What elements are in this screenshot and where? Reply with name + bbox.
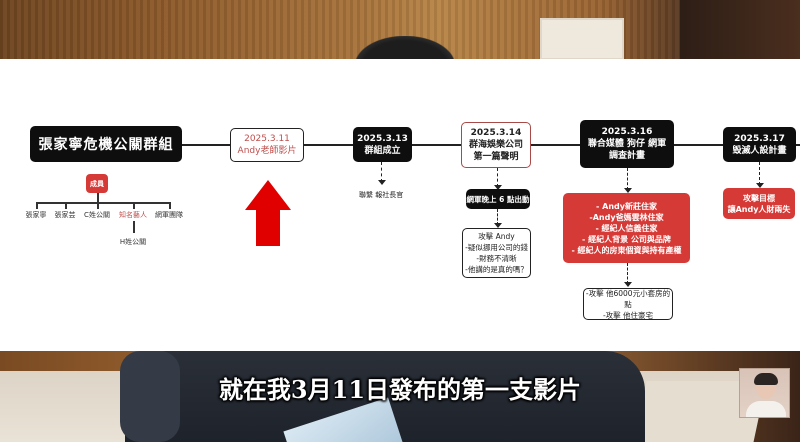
video-background-top	[0, 0, 800, 66]
timeline-node-0314: 2025.3.14 群海娛樂公司 第一篇聲明	[461, 122, 531, 168]
node-date: 2025.3.11	[244, 134, 290, 144]
timeline-node-0313: 2025.3.13 群組成立	[353, 127, 412, 162]
member-label: C姓公關	[84, 211, 110, 219]
member-label: 張家寧	[25, 211, 47, 219]
dark-wall-panel	[680, 0, 800, 60]
node-label: Andy老師影片	[237, 146, 297, 156]
attack-detail-box: 攻擊 Andy -疑似挪用公司的錢 -財務不清晰 -他講的是真的嗎？	[462, 228, 531, 278]
members-badge: 成員	[86, 174, 108, 193]
arrow-down-icon	[494, 185, 502, 190]
detail-line: -財務不清晰	[476, 254, 517, 263]
sub-member-label: H姓公關	[119, 238, 147, 246]
node-date: 2025.3.13	[357, 133, 408, 144]
org-tick	[133, 202, 135, 209]
channel-avatar[interactable]	[739, 368, 790, 418]
node-date: 2025.3.14	[470, 128, 522, 138]
org-tick	[65, 202, 67, 209]
node-label: 毀滅人設計畫	[732, 145, 787, 156]
member-label: 網軍團隊	[155, 211, 183, 219]
arrow-down-icon	[378, 180, 386, 185]
org-tick	[169, 202, 171, 209]
org-bar	[36, 202, 170, 204]
attack-points-box: -攻擊 他6000元小套房的點 -攻擊 他住豪宅	[583, 288, 673, 320]
step-box: 網軍晚上 6 點出動	[466, 189, 530, 209]
node-label-line: 群海娛樂公司	[468, 140, 523, 150]
dashed-connector	[497, 209, 498, 225]
node-date: 2025.3.17	[734, 133, 785, 144]
dashed-connector	[627, 168, 628, 190]
target-line: - 經紀人背景 公司與品牌	[582, 234, 671, 244]
arrow-down-icon	[494, 223, 502, 228]
target-line: - 經紀人信義住家	[595, 223, 658, 233]
detail-line: -他講的是真的嗎？	[465, 265, 528, 274]
dashed-connector	[759, 162, 760, 185]
member-label: 張家芸	[54, 211, 76, 219]
goal-line: 讓Andy人財兩失	[727, 204, 791, 214]
attack-line: -攻擊 他住豪宅	[602, 310, 654, 320]
org-sub-connector	[133, 221, 135, 233]
org-connector	[97, 193, 99, 202]
goal-line: 攻擊目標	[743, 193, 775, 203]
arrow-down-icon	[624, 282, 632, 287]
red-up-arrow-icon	[245, 180, 291, 246]
attack-line: -攻擊 他6000元小套房的點	[585, 288, 671, 309]
investigation-targets-box: - Andy新莊住家 -Andy爸媽雲林住家 - 經紀人信義住家 - 經紀人背景…	[563, 193, 690, 263]
arrow-down-icon	[624, 188, 632, 193]
dashed-connector	[381, 162, 382, 182]
node-note: 聯繫 報社長官	[359, 191, 404, 199]
attack-goal-box: 攻擊目標 讓Andy人財兩失	[723, 188, 795, 219]
org-tick	[97, 202, 99, 209]
detail-line: -疑似挪用公司的錢	[465, 243, 528, 252]
member-label-highlight: 知名藝人	[119, 211, 147, 219]
timeline-node-0317: 2025.3.17 毀滅人設計畫	[723, 127, 796, 162]
detail-line: 攻擊 Andy	[478, 232, 515, 241]
node-label-line: 聯合媒體 狗仔 網軍	[587, 139, 667, 149]
dashed-connector	[627, 263, 628, 284]
wall-switch-plate	[540, 18, 624, 60]
target-line: -Andy爸媽雲林住家	[589, 212, 664, 222]
timeline-node-0311: 2025.3.11 Andy老師影片	[230, 128, 304, 162]
node-label-line: 調查計畫	[608, 151, 645, 161]
arrow-down-icon	[756, 183, 764, 188]
avatar-body	[746, 401, 786, 417]
video-subtitle: 就在我3月11日發布的第一支影片	[218, 375, 582, 404]
node-label: 群組成立	[364, 145, 401, 156]
presenter-arm	[120, 351, 180, 442]
step-text: 網軍晚上 6 點出動	[466, 194, 530, 204]
video-background-bottom	[0, 351, 800, 442]
avatar-hair	[754, 373, 778, 385]
node-label-line: 第一篇聲明	[473, 152, 519, 162]
org-tick	[36, 202, 38, 209]
group-title: 張家寧危機公關群組	[30, 126, 182, 162]
target-line: - Andy新莊住家	[596, 201, 657, 211]
timeline-node-0316: 2025.3.16 聯合媒體 狗仔 網軍 調查計畫	[580, 120, 674, 168]
dashed-connector	[497, 168, 498, 187]
target-line: - 經紀人的房東個資與持有產權	[571, 245, 682, 255]
timeline-slide: 張家寧危機公關群組 成員 張家寧 張家芸 C姓公關 知名藝人 網軍團隊 H姓公關…	[0, 59, 800, 351]
node-date: 2025.3.16	[601, 127, 653, 137]
